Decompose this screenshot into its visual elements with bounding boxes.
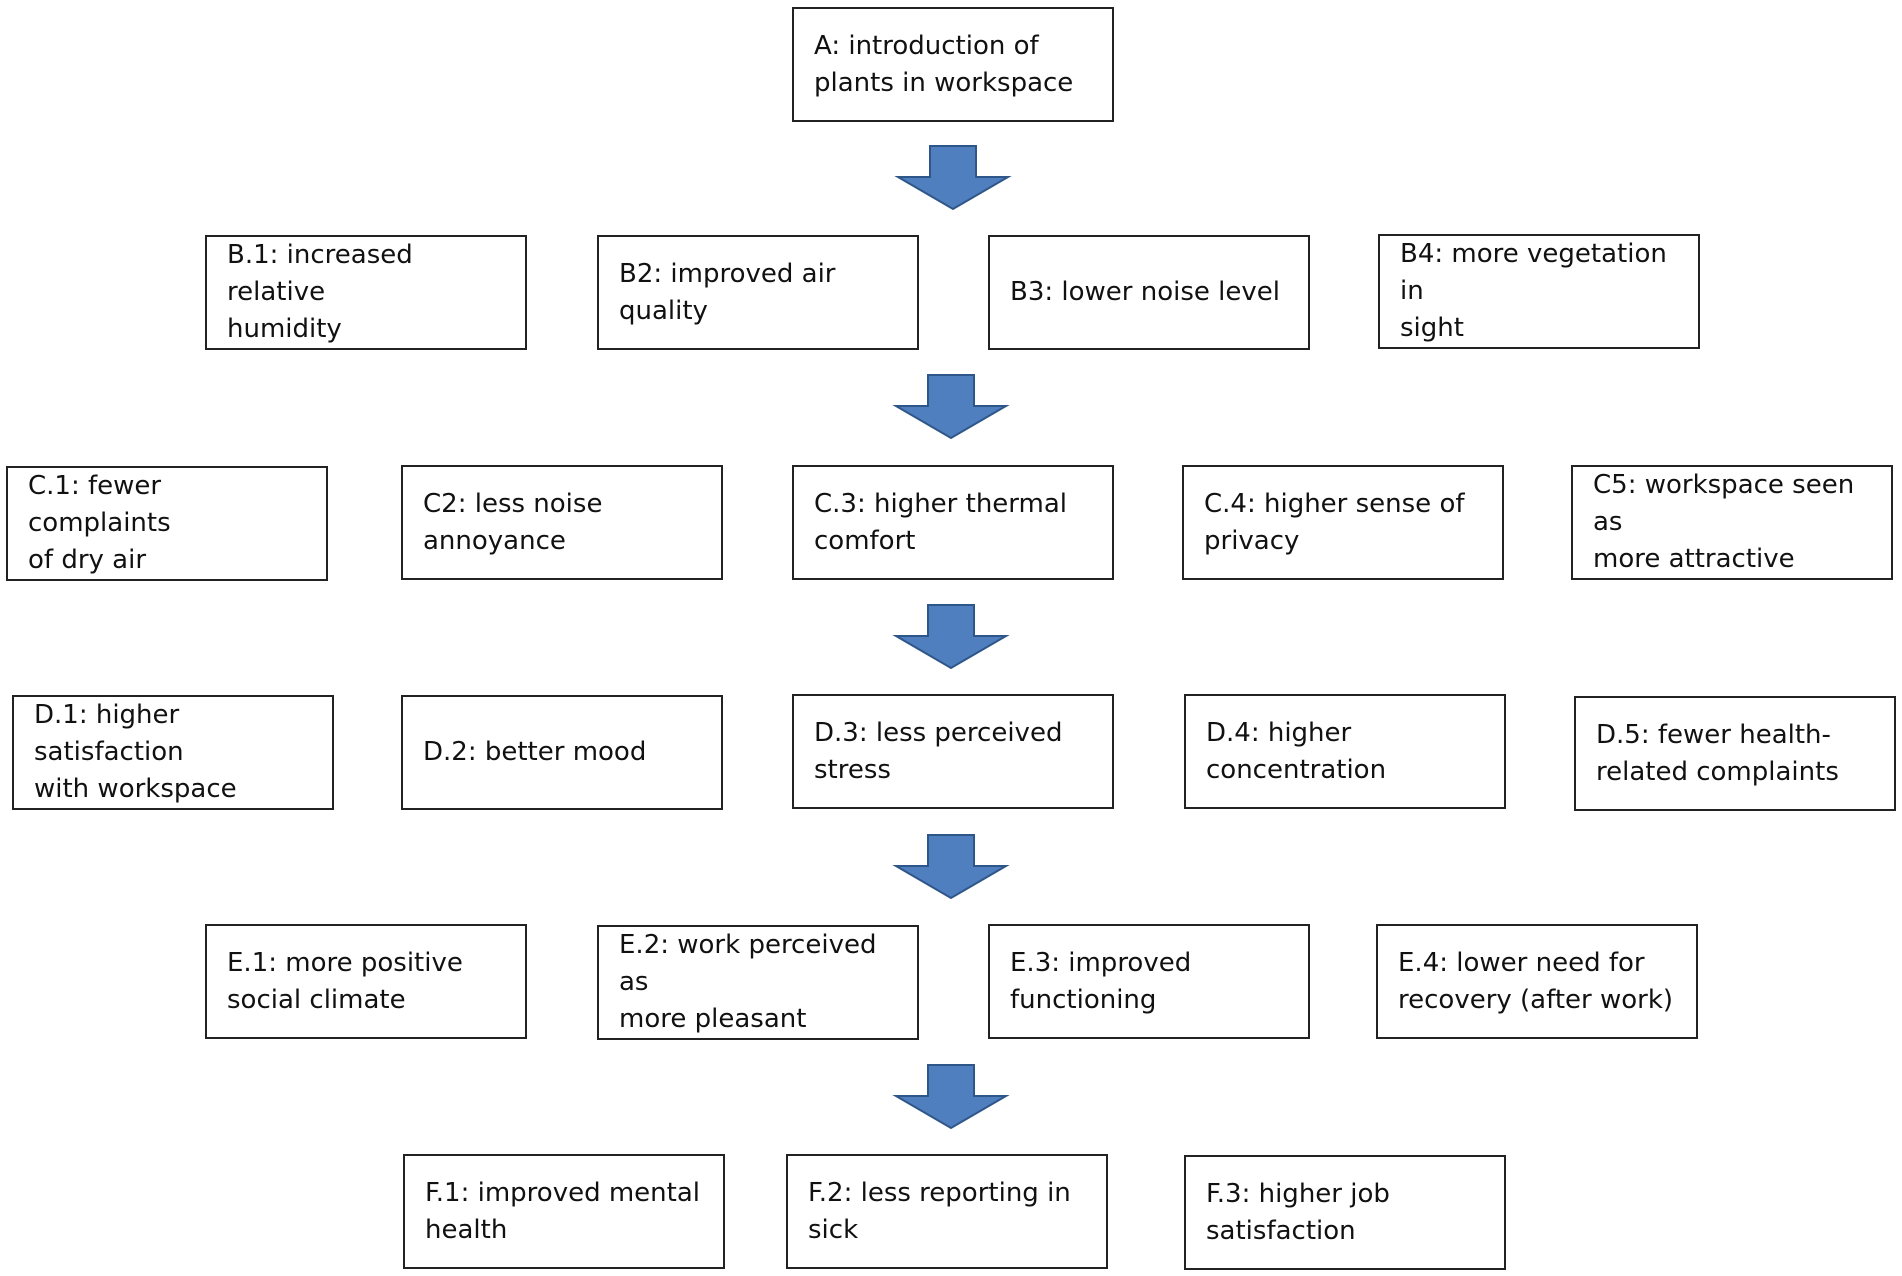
- node-label: D.3: less perceived stress: [814, 717, 1063, 785]
- node-label: E.4: lower need for recovery (after work…: [1398, 947, 1674, 1015]
- arrow-down-icon: [892, 374, 1010, 440]
- node-label: C.4: higher sense of privacy: [1204, 488, 1465, 556]
- node-e3: E.3: improved functioning: [988, 924, 1310, 1039]
- arrow-down-icon: [894, 145, 1012, 211]
- node-d5: D.5: fewer health- related complaints: [1574, 696, 1896, 811]
- node-label: B.1: increased relative humidity: [227, 240, 413, 344]
- node-label: D.4: higher concentration: [1206, 717, 1387, 785]
- node-label: C2: less noise annoyance: [423, 488, 603, 556]
- node-label: B3: lower noise level: [1010, 277, 1280, 307]
- node-label: B2: improved air quality: [619, 258, 836, 326]
- node-d4: D.4: higher concentration: [1184, 694, 1506, 809]
- node-label: D.2: better mood: [423, 737, 647, 767]
- node-label: D.5: fewer health- related complaints: [1596, 719, 1839, 787]
- node-label: A: introduction of plants in workspace: [814, 30, 1074, 98]
- node-c2: C2: less noise annoyance: [401, 465, 723, 580]
- node-c4: C.4: higher sense of privacy: [1182, 465, 1504, 580]
- node-e1: E.1: more positive social climate: [205, 924, 527, 1039]
- node-label: E.3: improved functioning: [1010, 947, 1192, 1015]
- node-b2: B2: improved air quality: [597, 235, 919, 350]
- node-d3: D.3: less perceived stress: [792, 694, 1114, 809]
- node-label: C5: workspace seen as more attractive: [1593, 470, 1855, 574]
- node-label: F.3: higher job satisfaction: [1206, 1178, 1390, 1246]
- node-f2: F.2: less reporting in sick: [786, 1154, 1108, 1269]
- node-label: C.3: higher thermal comfort: [814, 488, 1068, 556]
- node-d2: D.2: better mood: [401, 695, 723, 810]
- arrow-down-icon: [892, 834, 1010, 900]
- node-a: A: introduction of plants in workspace: [792, 7, 1114, 122]
- node-e4: E.4: lower need for recovery (after work…: [1376, 924, 1698, 1039]
- node-c5: C5: workspace seen as more attractive: [1571, 465, 1893, 580]
- node-label: C.1: fewer complaints of dry air: [28, 471, 171, 575]
- node-d1: D.1: higher satisfaction with workspace: [12, 695, 334, 810]
- node-label: F.1: improved mental health: [425, 1177, 700, 1245]
- node-b3: B3: lower noise level: [988, 235, 1310, 350]
- node-label: F.2: less reporting in sick: [808, 1177, 1071, 1245]
- node-f1: F.1: improved mental health: [403, 1154, 725, 1269]
- node-b4: B4: more vegetation in sight: [1378, 234, 1700, 349]
- node-c1: C.1: fewer complaints of dry air: [6, 466, 328, 581]
- node-label: E.2: work perceived as more pleasant: [619, 930, 877, 1034]
- node-label: D.1: higher satisfaction with workspace: [34, 700, 237, 804]
- node-label: E.1: more positive social climate: [227, 947, 463, 1015]
- node-b1: B.1: increased relative humidity: [205, 235, 527, 350]
- node-f3: F.3: higher job satisfaction: [1184, 1155, 1506, 1270]
- arrow-down-icon: [892, 1064, 1010, 1130]
- node-c3: C.3: higher thermal comfort: [792, 465, 1114, 580]
- node-label: B4: more vegetation in sight: [1400, 239, 1667, 343]
- node-e2: E.2: work perceived as more pleasant: [597, 925, 919, 1040]
- arrow-down-icon: [892, 604, 1010, 670]
